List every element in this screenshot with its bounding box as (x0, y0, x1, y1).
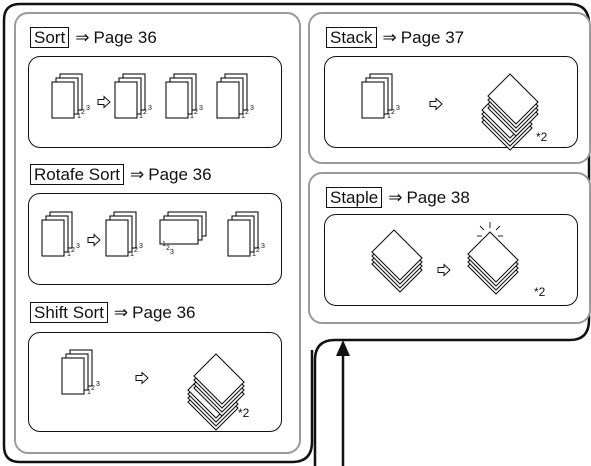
sort-output-set-1 (114, 73, 146, 119)
sort-label: Sort (30, 27, 70, 48)
rotate-output-set-3 (227, 211, 259, 257)
svg-text:3: 3 (261, 243, 265, 250)
svg-text:2: 2 (245, 109, 249, 116)
staple-output-stack (467, 231, 519, 295)
arrow-symbol: ⇒ (130, 165, 145, 184)
svg-text:2: 2 (71, 247, 75, 254)
svg-text:2: 2 (91, 385, 95, 392)
arrow-symbol: ⇒ (382, 28, 397, 47)
stack-title: Stack ⇒Page 37 (326, 27, 464, 48)
svg-text:3: 3 (250, 105, 254, 112)
svg-text:1: 1 (190, 113, 194, 120)
sort-output-set-3 (216, 73, 248, 119)
sort-output-set-2 (165, 73, 197, 119)
arrow-symbol: ⇒ (388, 188, 403, 207)
svg-text:1: 1 (387, 113, 391, 120)
shift-sort-page: Page 36 (132, 303, 196, 322)
svg-text:2: 2 (166, 245, 170, 252)
rotate-arrow (87, 234, 101, 246)
svg-text:3: 3 (86, 105, 90, 112)
staple-arrow (437, 264, 451, 276)
svg-text:2: 2 (391, 109, 395, 116)
sort-title: Sort ⇒Page 36 (30, 27, 157, 48)
svg-text:2: 2 (194, 109, 198, 116)
shift-input-set (61, 349, 93, 395)
up-arrow-head (336, 340, 350, 356)
svg-text:1: 1 (252, 251, 256, 258)
stack-output-stack (481, 73, 539, 151)
arrow-symbol: ⇒ (113, 303, 129, 322)
svg-text:1: 1 (130, 251, 134, 258)
shift-sort-label: Shift Sort (30, 302, 108, 323)
svg-text:2: 2 (143, 109, 147, 116)
arrow-symbol: ⇒ (75, 28, 90, 47)
shift-sort-title: Shift Sort ⇒Page 36 (30, 302, 196, 323)
sort-arrow (97, 96, 111, 108)
shift-sort-note: *2 (238, 406, 250, 420)
rotate-input-set (41, 211, 73, 257)
sort-input-set (51, 73, 83, 119)
svg-text:3: 3 (396, 105, 400, 112)
rotate-output-set-landscape (159, 211, 207, 245)
rotate-sort-title: Rotafe Sort ⇒Page 36 (30, 164, 212, 185)
svg-text:1: 1 (87, 389, 91, 396)
stack-label: Stack (326, 27, 377, 48)
shift-output-stack (187, 353, 245, 431)
svg-text:1: 1 (139, 113, 143, 120)
svg-text:1: 1 (67, 251, 71, 258)
stack-input-set (361, 73, 393, 119)
svg-text:1: 1 (162, 241, 166, 248)
rotate-output-set-1 (105, 211, 137, 257)
svg-text:3: 3 (139, 243, 143, 250)
svg-text:2: 2 (256, 247, 260, 254)
staple-input-stack (371, 229, 423, 293)
rotate-sort-page: Page 36 (148, 165, 212, 184)
staple-note: *2 (534, 285, 546, 299)
staple-label: Staple (326, 187, 383, 208)
svg-text:3: 3 (170, 249, 174, 256)
svg-text:3: 3 (96, 381, 100, 388)
stack-note: *2 (536, 130, 548, 144)
svg-text:2: 2 (81, 109, 85, 116)
shift-arrow (135, 372, 149, 384)
staple-title: Staple ⇒Page 38 (326, 187, 470, 208)
svg-text:1: 1 (241, 113, 245, 120)
staple-mark-icon (477, 222, 503, 237)
svg-text:3: 3 (148, 105, 152, 112)
stack-page: Page 37 (400, 28, 465, 47)
page-num: 1 (77, 113, 81, 120)
staple-page: Page 38 (406, 188, 470, 207)
sort-page: Page 36 (93, 28, 157, 47)
staple-illustration-box (324, 214, 578, 306)
svg-text:3: 3 (76, 243, 80, 250)
svg-text:3: 3 (199, 105, 203, 112)
stack-arrow (429, 98, 443, 110)
svg-text:2: 2 (134, 247, 138, 254)
rotate-sort-label: Rotafe Sort (30, 164, 124, 185)
